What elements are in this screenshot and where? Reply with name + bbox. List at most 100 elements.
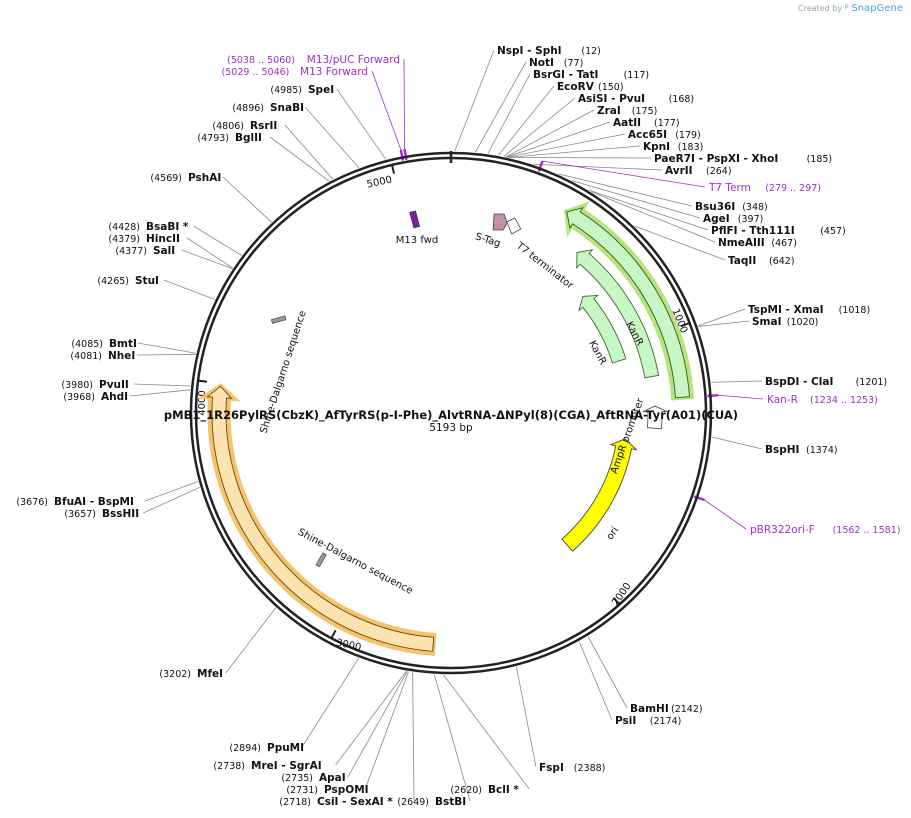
primer-leader-line: [718, 394, 764, 400]
site-name: CsiI - SexAI *: [317, 796, 393, 808]
site-leader-line: [335, 670, 407, 766]
restriction-site[interactable]: BsrGI - TatI(117): [533, 69, 649, 81]
restriction-site[interactable]: KpnI (183): [643, 141, 703, 153]
site-name: BclI *: [488, 784, 519, 796]
restriction-site[interactable]: (2649)BstBI: [397, 796, 466, 808]
ampr-promoter-arrow[interactable]: [642, 405, 668, 430]
site-position: (4793): [197, 133, 229, 144]
restriction-site[interactable]: TaqII(642): [728, 255, 795, 267]
restriction-site[interactable]: NmeAIII(467): [718, 237, 797, 249]
site-name: HincII: [146, 233, 180, 245]
cds-arrow[interactable]: [206, 385, 435, 652]
restriction-site[interactable]: BamHI(2142): [630, 703, 703, 715]
restriction-site[interactable]: AsiSI - PvuI(168): [578, 93, 694, 105]
restriction-site[interactable]: AgeI(397): [703, 213, 763, 225]
restriction-site[interactable]: FspI(2388): [539, 762, 605, 774]
feature-label: M13 fwd: [396, 235, 438, 246]
restriction-site[interactable]: (4985)SpeI: [270, 84, 334, 96]
restriction-site[interactable]: BspDI - ClaI(1201): [765, 376, 887, 388]
restriction-site[interactable]: (2718) CsiI - SexAI *: [279, 796, 393, 808]
shine-dalgarno-marker[interactable]: [271, 315, 287, 324]
site-leader-line: [336, 88, 387, 160]
site-name: MreI - SgrAI: [251, 760, 322, 772]
primer-site[interactable]: pBR322ori-F(1562 .. 1581): [750, 524, 900, 536]
m13-fwd-arrow[interactable]: [409, 210, 421, 229]
restriction-site[interactable]: PaeR7I - PspXI - XhoI(185): [654, 153, 832, 165]
restriction-site[interactable]: AatII(177): [613, 117, 680, 129]
restriction-site[interactable]: (3657)BssHII: [64, 508, 139, 520]
site-leader-line: [163, 279, 215, 300]
restriction-site[interactable]: BspHI(1374): [765, 444, 838, 456]
primer-name: T7 Term: [708, 182, 751, 194]
restriction-site[interactable]: (2894)PpuMI: [229, 742, 304, 754]
ori-arrow[interactable]: [561, 438, 638, 552]
site-leader-line: [591, 191, 716, 243]
restriction-site[interactable]: AvrII(264): [665, 165, 732, 177]
restriction-site-labels: NspI - SphI(12)NotI(77)BsrGI - TatI(117)…: [16, 45, 887, 808]
kanr-selection-outline[interactable]: [564, 201, 695, 401]
restriction-site[interactable]: NotI(77): [529, 57, 583, 69]
kanr-arrow-outer[interactable]: [566, 206, 690, 399]
restriction-site[interactable]: Bsu36I(348): [695, 201, 768, 213]
restriction-site[interactable]: (2735)ApaI: [281, 772, 345, 784]
restriction-site[interactable]: SmaI(1020): [752, 316, 818, 328]
restriction-site[interactable]: (2620)BclI *: [450, 784, 519, 796]
s-tag-arrow[interactable]: [492, 213, 508, 231]
restriction-site[interactable]: PflFI - Tth111I(457): [711, 225, 846, 237]
restriction-site[interactable]: PsiI (2174): [615, 715, 681, 727]
restriction-site[interactable]: (4428)BsaBI *: [108, 221, 188, 233]
site-name: AgeI: [703, 213, 730, 225]
restriction-site[interactable]: (4085)BmtI: [71, 338, 136, 350]
restriction-site[interactable]: (3676)BfuAI - BspMI: [16, 496, 133, 508]
restriction-site[interactable]: (4379)HincII: [108, 233, 180, 245]
restriction-site[interactable]: (4806)RsrII: [212, 120, 277, 132]
restriction-site[interactable]: ZraI(175): [597, 105, 657, 117]
restriction-site[interactable]: (4569)PshAI: [150, 172, 221, 184]
site-leader-line: [347, 671, 408, 778]
site-name: PsiI: [615, 715, 636, 727]
primer-site[interactable]: T7 Term(279 .. 297): [708, 182, 821, 194]
restriction-site[interactable]: (4377)SalI: [115, 245, 175, 257]
restriction-site[interactable]: (3980)PvuII: [61, 379, 128, 391]
site-position: (2718): [279, 797, 311, 808]
restriction-site[interactable]: (3202)MfeI: [159, 668, 223, 680]
restriction-site[interactable]: TspMI - XmaI(1018): [748, 304, 870, 316]
primer-site[interactable]: Kan-R(1234 .. 1253): [767, 394, 878, 406]
site-name: PspOMI: [324, 784, 369, 796]
site-name: TspMI - XmaI: [748, 304, 824, 316]
shine-dalgarno-marker[interactable]: [315, 552, 327, 568]
t7-terminator-arrow[interactable]: [506, 217, 522, 235]
site-leader-line: [136, 354, 196, 356]
feature-label: T7 terminator: [513, 240, 575, 292]
site-position: (12): [581, 46, 601, 57]
site-leader-line: [181, 249, 233, 270]
site-position: (183): [678, 142, 704, 153]
restriction-site[interactable]: NspI - SphI(12): [497, 45, 601, 57]
kanr-arrow-middle[interactable]: [576, 249, 660, 379]
site-leader-line: [497, 85, 555, 156]
site-leader-line: [711, 380, 763, 383]
restriction-site[interactable]: (4793)BglII: [197, 132, 262, 144]
site-name: NotI: [529, 57, 554, 69]
restriction-site[interactable]: (4896)SnaBI: [232, 102, 304, 114]
site-leader-line: [634, 225, 726, 261]
restriction-site[interactable]: (3968)AhdI: [63, 391, 128, 403]
site-name: PflFI - Tth111I: [711, 225, 795, 237]
primer-site[interactable]: M13/pUC Forward(5038 .. 5060): [227, 54, 400, 66]
restriction-site[interactable]: (4265)StuI: [97, 275, 159, 287]
site-name: Bsu36I: [695, 201, 735, 213]
site-position: (2174): [650, 716, 682, 727]
restriction-site[interactable]: (2731)PspOMI: [286, 784, 368, 796]
site-leader-line: [144, 481, 199, 502]
cds-selection-outline[interactable]: [198, 383, 437, 656]
site-name: FspI: [539, 762, 564, 774]
site-leader-line: [711, 436, 763, 450]
kanr-arrow-inner[interactable]: [578, 294, 627, 364]
primer-site[interactable]: M13 Forward(5029 .. 5046): [222, 66, 368, 78]
restriction-site[interactable]: (4081)NheI: [70, 350, 135, 362]
restriction-site[interactable]: EcoRV(150): [557, 81, 624, 93]
restriction-site[interactable]: (2738)MreI - SgrAI: [213, 760, 321, 772]
restriction-site[interactable]: Acc65I(179): [628, 129, 701, 141]
site-name: KpnI: [643, 141, 670, 153]
